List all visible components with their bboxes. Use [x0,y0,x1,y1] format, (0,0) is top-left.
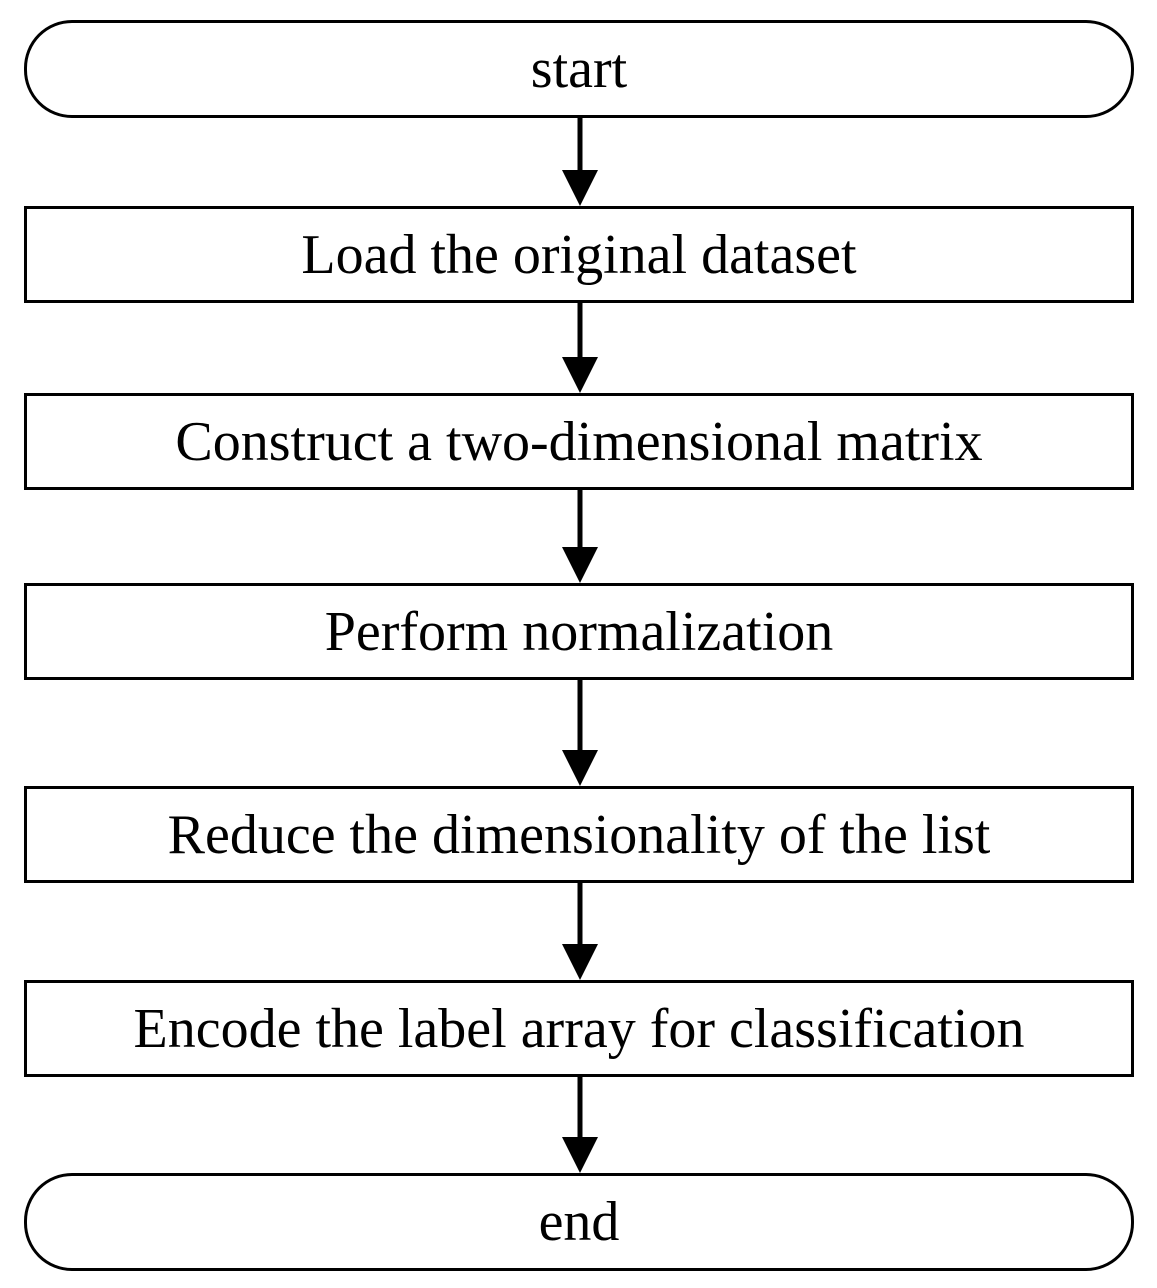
step-load-dataset: Load the original dataset [24,206,1134,303]
step-construct-matrix-label: Construct a two-dimensional matrix [175,410,983,473]
step-encode-labels: Encode the label array for classificatio… [24,980,1134,1077]
arrow-normalize-to-reduce [562,680,598,786]
arrow-reduce-to-encode [562,883,598,980]
step-reduce-dimensionality-label: Reduce the dimensionality of the list [167,803,991,866]
start-terminal: start [24,20,1134,118]
start-label: start [530,38,628,100]
arrow-start-to-load [562,118,598,206]
step-load-dataset-label: Load the original dataset [301,223,857,286]
step-construct-matrix: Construct a two-dimensional matrix [24,393,1134,490]
end-terminal: end [24,1173,1134,1271]
arrow-construct-to-normalize [562,490,598,583]
step-normalization: Perform normalization [24,583,1134,680]
step-encode-labels-label: Encode the label array for classificatio… [133,997,1025,1060]
step-normalization-label: Perform normalization [324,600,834,663]
end-label: end [538,1191,620,1253]
arrow-load-to-construct [562,303,598,393]
step-reduce-dimensionality: Reduce the dimensionality of the list [24,786,1134,883]
arrow-encode-to-end [562,1077,598,1173]
